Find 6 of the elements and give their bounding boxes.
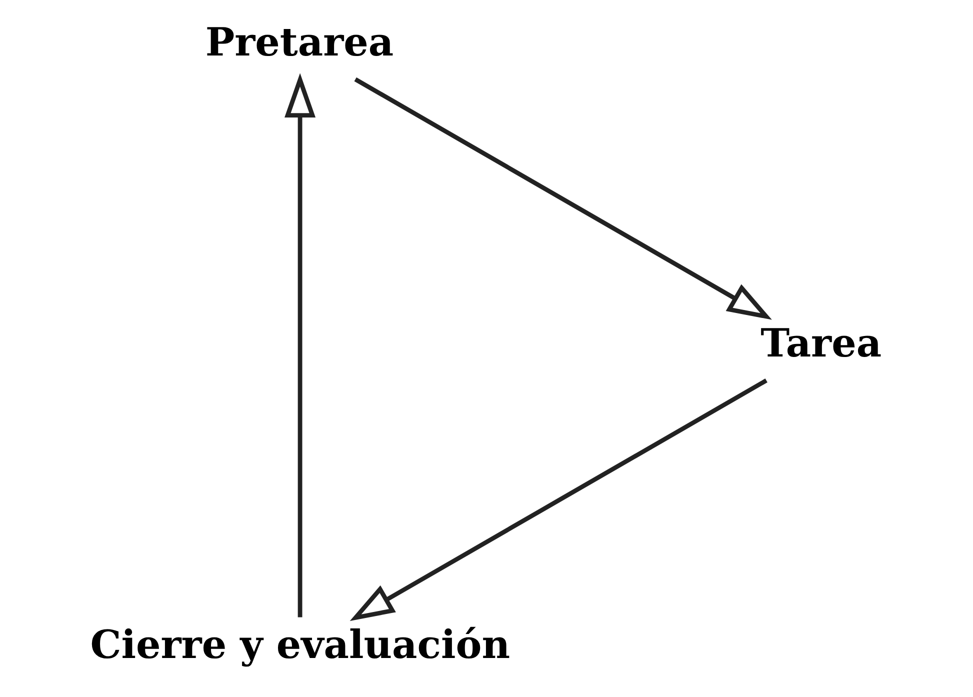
node-text: Tarea xyxy=(760,320,882,367)
arrow xyxy=(284,73,316,618)
arrow xyxy=(354,77,772,320)
node-text: Pretarea xyxy=(205,19,394,66)
node-text: Cierre y evaluación xyxy=(90,622,510,668)
arrow xyxy=(350,378,768,621)
